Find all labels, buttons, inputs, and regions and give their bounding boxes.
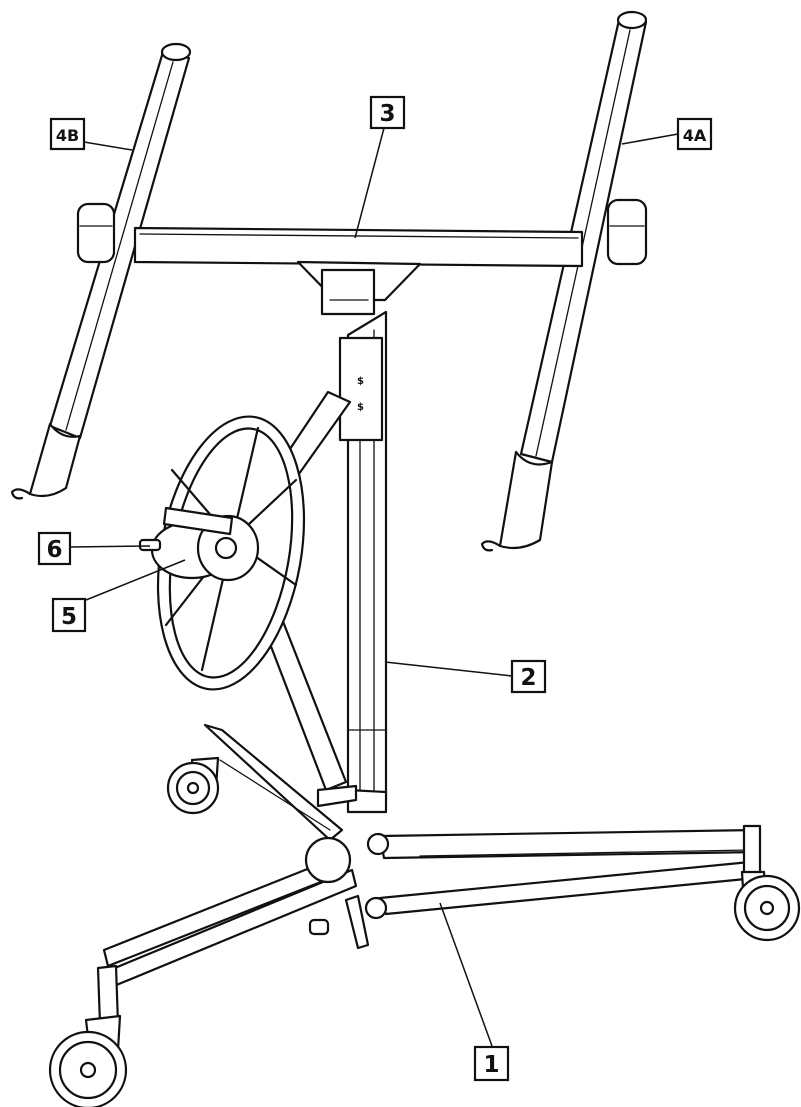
cradle-arm-4a	[480, 10, 648, 552]
leader-line-4a	[621, 133, 679, 145]
callout-2-label: 2	[520, 665, 536, 691]
callout-2: 2	[510, 659, 547, 694]
svg-text:$: $	[357, 376, 364, 387]
caster-wheel-back	[166, 756, 220, 815]
leader-line-4b	[83, 141, 133, 151]
cradle-arm-4b	[10, 42, 192, 500]
leader-line-3	[354, 127, 385, 239]
callout-5-label: 5	[61, 604, 77, 630]
winch-handle	[138, 506, 234, 552]
top-crossbar	[133, 226, 584, 316]
callout-5: 5	[51, 597, 87, 633]
base-tripod	[96, 723, 762, 1026]
leader-line-6	[69, 545, 151, 548]
leader-line-5	[85, 559, 186, 601]
caster-wheel-right	[733, 870, 801, 942]
callout-3-label: 3	[379, 101, 395, 127]
callout-6-label: 6	[46, 537, 62, 563]
callout-1-label: 1	[483, 1052, 499, 1078]
callout-6: 6	[37, 531, 72, 566]
callout-4b-label: 4B	[56, 126, 79, 145]
callout-1: 1	[473, 1045, 510, 1082]
callout-4b: 4B	[49, 117, 86, 151]
caster-wheel-front	[48, 1014, 128, 1107]
leader-line-1	[439, 902, 493, 1047]
callout-4a-label: 4A	[683, 126, 707, 145]
mast: $ $	[338, 310, 388, 802]
svg-text:$: $	[357, 402, 364, 413]
callout-4a: 4A	[676, 117, 713, 151]
callout-3: 3	[369, 95, 406, 130]
leader-line-2	[384, 661, 513, 677]
